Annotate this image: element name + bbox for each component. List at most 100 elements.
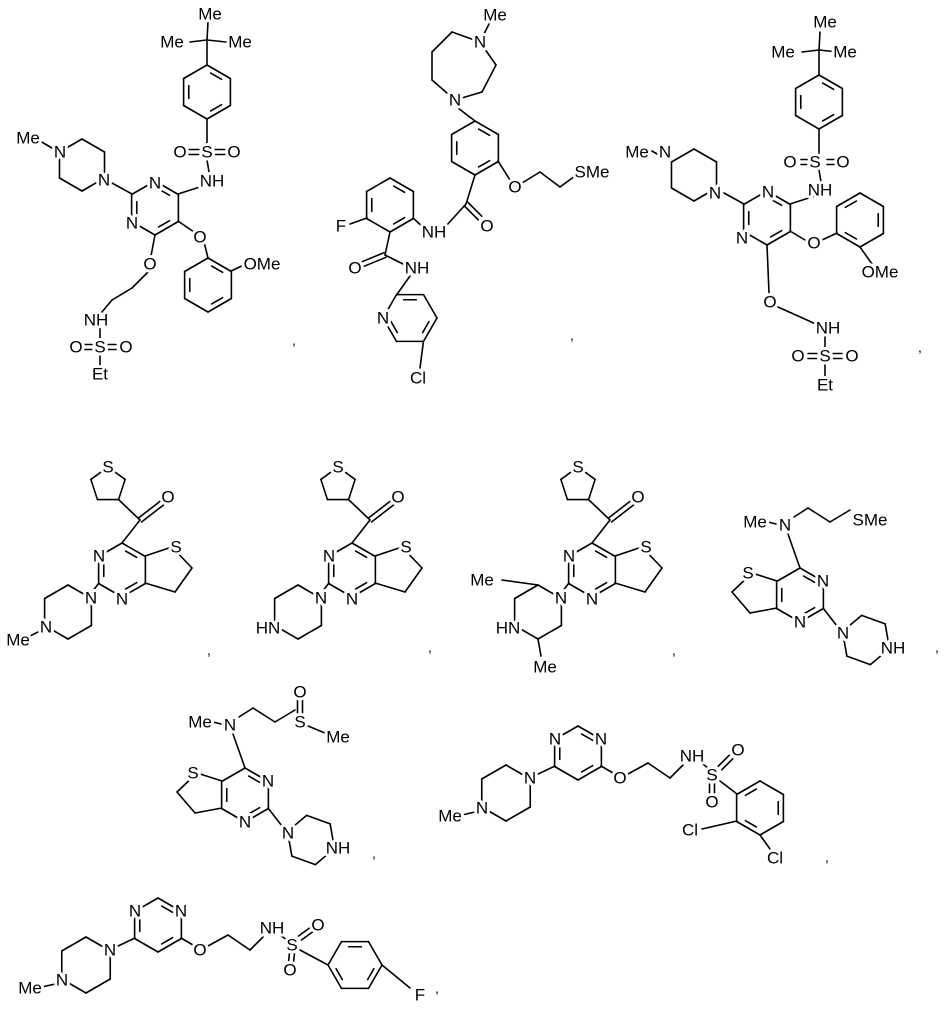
atom-label: Me: [438, 807, 462, 826]
bond: [208, 299, 231, 313]
bond: [424, 318, 438, 341]
bond: [724, 193, 744, 204]
atom-label: S: [809, 153, 820, 172]
molecule-3: [652, 32, 883, 376]
bond: [702, 821, 737, 829]
bond: [589, 500, 610, 520]
atom-label: N: [56, 971, 68, 990]
bond: [555, 767, 578, 781]
atom-label: O: [631, 488, 644, 507]
bond: [253, 708, 275, 722]
bond: [356, 583, 367, 589]
bond: [796, 116, 819, 130]
bond: [752, 573, 777, 581]
bond: [405, 568, 422, 592]
atom-label: O: [391, 488, 404, 507]
bond: [446, 204, 466, 226]
atom-label: N: [837, 624, 849, 643]
bond: [466, 175, 475, 204]
atom-label: Me: [743, 513, 767, 532]
bond: [482, 65, 496, 92]
bond: [819, 75, 842, 89]
bond: [184, 106, 207, 120]
atom-label: O: [348, 259, 361, 278]
atom-label: NH: [881, 639, 906, 658]
bond: [352, 520, 370, 543]
bond: [62, 937, 86, 951]
atom-label: O: [311, 916, 324, 935]
atom-label: NH: [84, 311, 109, 330]
bond: [155, 222, 178, 236]
bond: [190, 40, 207, 42]
atom-label: Me: [198, 5, 222, 24]
bond: [468, 202, 482, 216]
bond: [582, 766, 593, 772]
atom-label: N: [116, 590, 128, 609]
bond: [592, 520, 610, 543]
bond: [479, 129, 490, 135]
atom-label: NH: [422, 223, 447, 242]
atom-label: NH: [808, 181, 833, 200]
bond: [394, 218, 405, 224]
bond: [737, 781, 760, 795]
atom-label: Cl: [682, 821, 698, 840]
bond: [845, 201, 856, 207]
bond: [479, 161, 490, 167]
bond: [464, 206, 478, 220]
atom-label: O: [836, 153, 849, 172]
bond: [367, 219, 390, 233]
atom-label: N: [555, 589, 567, 608]
atom-label: NH: [680, 747, 705, 766]
bond: [112, 183, 132, 194]
bond: [178, 221, 194, 232]
bond: [582, 734, 593, 740]
bond: [159, 221, 170, 227]
atom-label: N: [762, 183, 774, 202]
bond: [122, 520, 140, 543]
bond: [362, 253, 384, 262]
bond: [145, 547, 172, 556]
atom-label: O: [613, 769, 626, 788]
bond: [645, 568, 662, 592]
bond: [126, 583, 137, 589]
bond: [300, 950, 328, 965]
separator-comma: ,: [918, 339, 922, 355]
bond: [350, 218, 367, 224]
atom-label: N: [104, 941, 116, 960]
bond: [777, 568, 800, 582]
bond: [536, 766, 555, 775]
atom-label: NH: [326, 839, 351, 858]
bond: [737, 822, 760, 836]
bond: [207, 106, 230, 120]
bond: [145, 583, 175, 592]
bond: [336, 969, 342, 980]
atom-label: O: [705, 793, 718, 812]
bond: [475, 121, 498, 135]
atom-label: O: [193, 941, 206, 960]
bond: [771, 231, 782, 237]
atom-label: O: [161, 488, 174, 507]
atom-label: N: [126, 214, 138, 233]
bond: [239, 708, 253, 717]
bond: [207, 160, 209, 172]
bond: [720, 781, 737, 794]
bond: [822, 233, 837, 240]
atom-label: Me: [833, 43, 857, 62]
atom-label-layer: MeMeMeSOONHNNNNMeOOMeONHSOOEtMeNNSMeOONH…: [6, 5, 939, 1005]
bond: [162, 906, 173, 912]
bond: [369, 965, 383, 988]
bond: [40, 141, 52, 148]
atom-label: N: [563, 547, 575, 566]
bond: [307, 815, 330, 824]
bond: [475, 162, 498, 176]
atom-label: O: [193, 228, 206, 247]
atom-label: S: [572, 458, 583, 477]
atom-label: N: [239, 813, 251, 832]
atom-label: Me: [533, 658, 557, 677]
atom-label: N: [779, 516, 791, 535]
bond: [860, 247, 872, 264]
atom-label: O: [731, 741, 744, 760]
atom-label: S: [286, 936, 297, 955]
atom-label: O: [807, 234, 820, 253]
bond: [788, 534, 800, 568]
